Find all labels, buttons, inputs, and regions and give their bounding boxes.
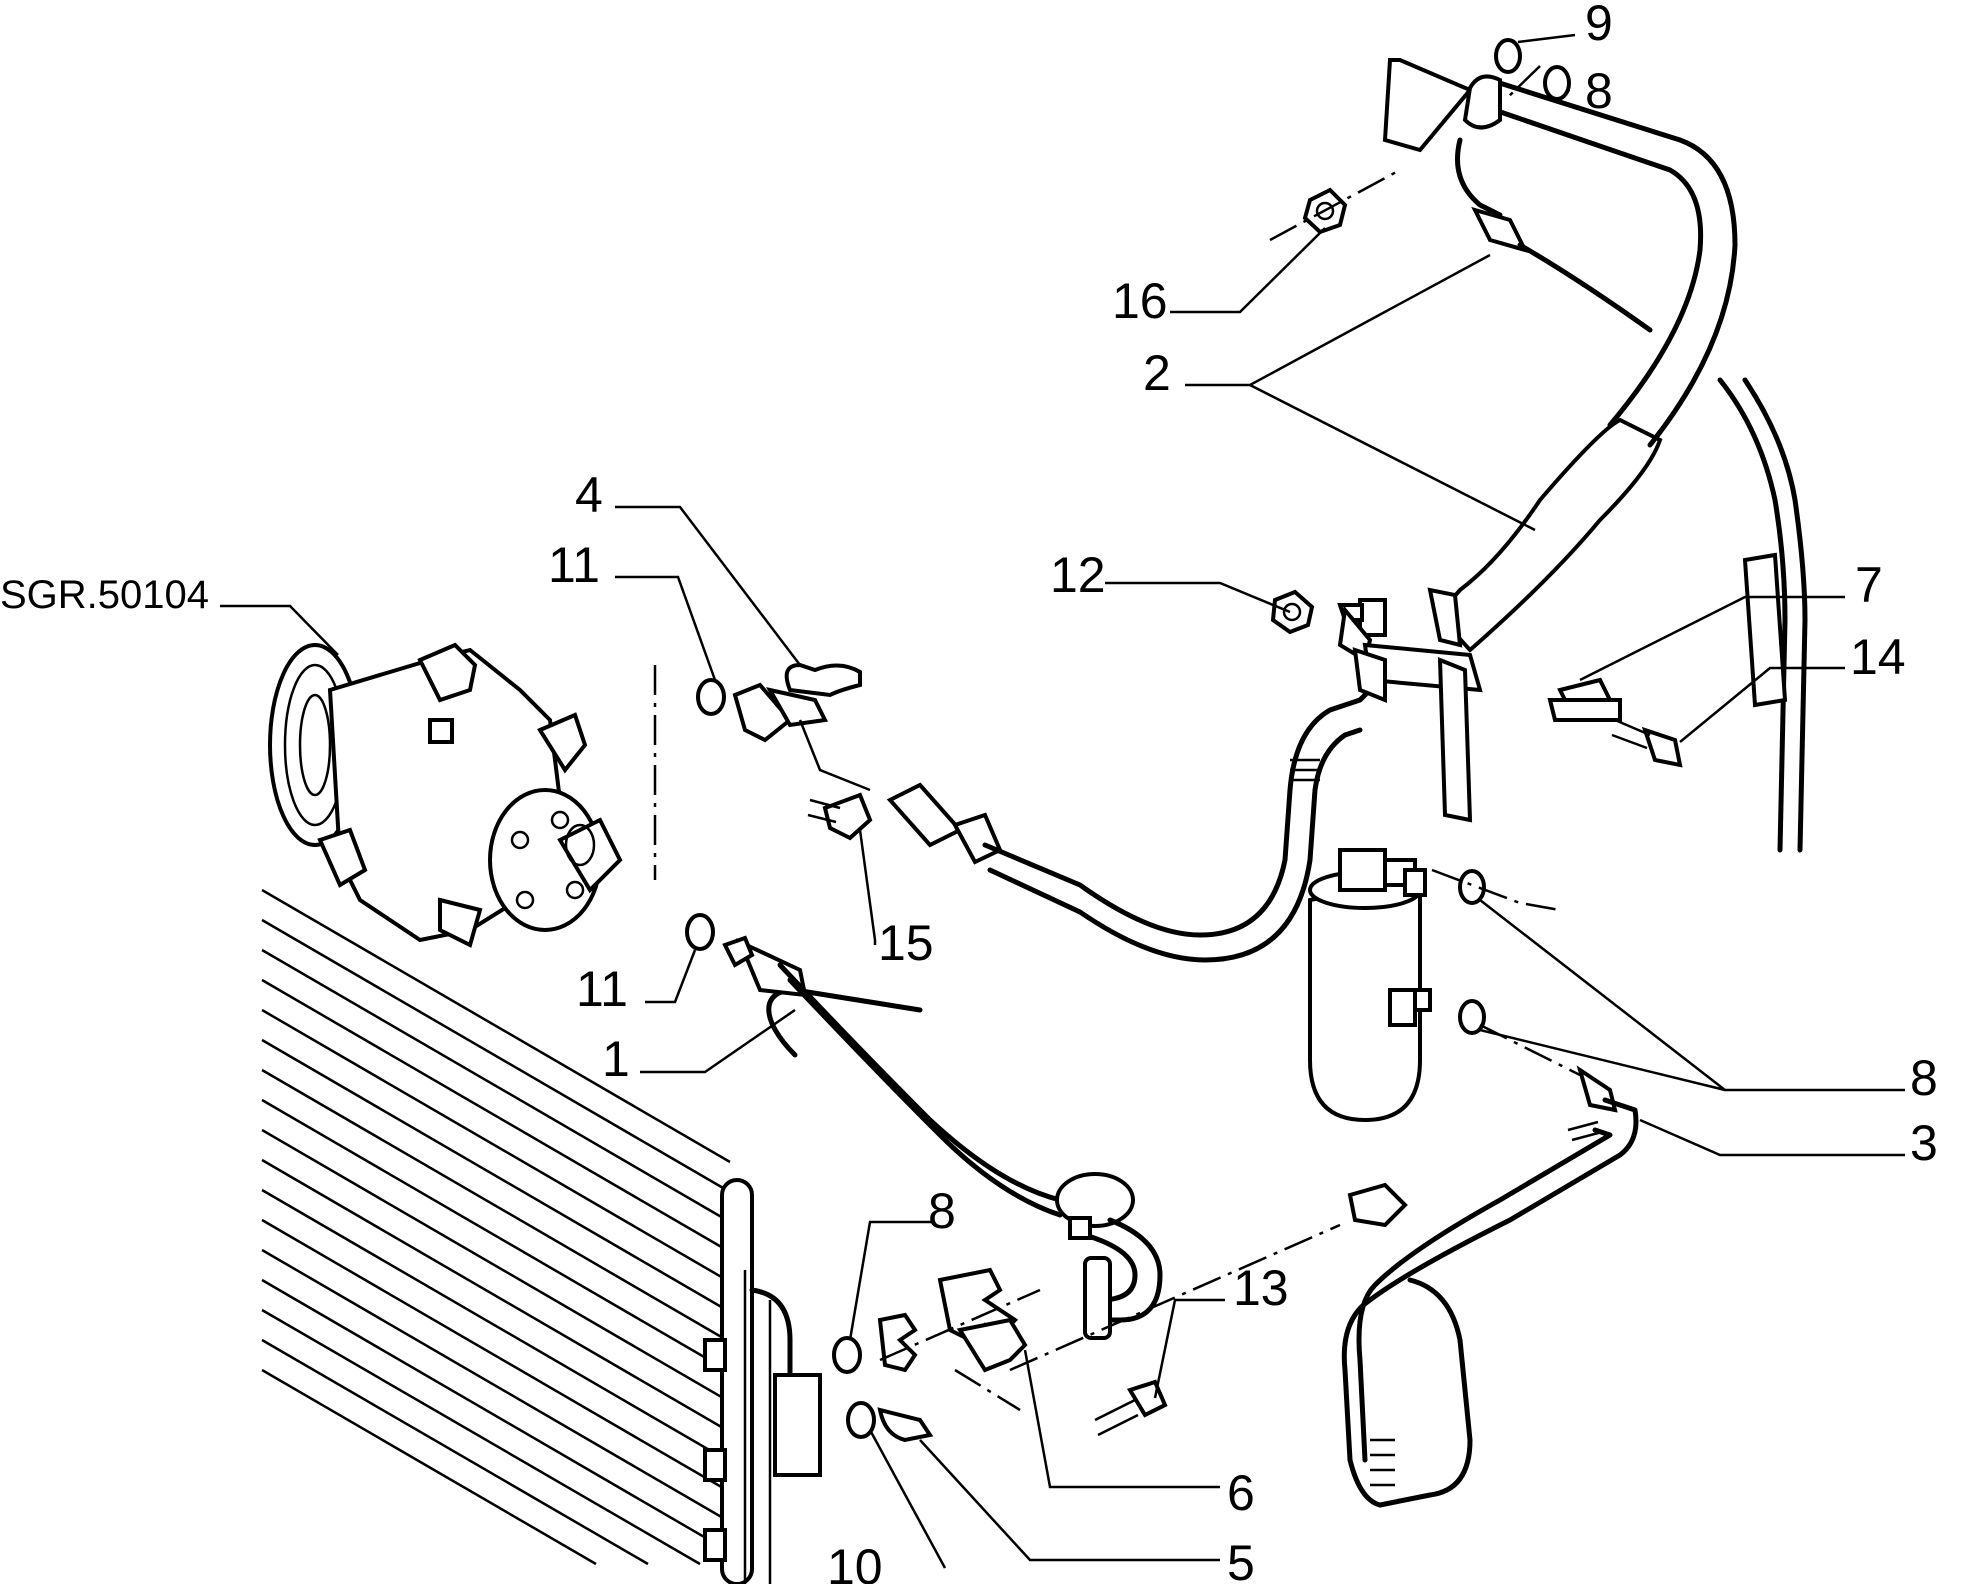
clamp-5	[877, 1312, 918, 1373]
label-10: 10	[827, 1539, 883, 1584]
label-13: 13	[1233, 1260, 1289, 1316]
hose-3	[1341, 1065, 1639, 1508]
label-2: 2	[1143, 345, 1171, 401]
receiver-drier	[1308, 848, 1432, 1123]
bolt-14	[1641, 726, 1683, 768]
condenser-fins	[261, 888, 731, 1566]
small-parts	[685, 38, 1683, 1443]
o-ring-9	[1494, 38, 1522, 74]
hose-1	[722, 935, 1163, 1340]
bolt-15	[822, 792, 873, 841]
label-14: 14	[1850, 629, 1906, 685]
label-12: 12	[1050, 547, 1106, 603]
condenser	[261, 888, 822, 1584]
label-5: 5	[1227, 1535, 1255, 1584]
hose-2-sleeve	[1435, 417, 1663, 653]
o-ring-8-drier-top	[1458, 869, 1486, 905]
o-ring-10	[846, 1401, 876, 1439]
o-ring-8-top	[1543, 65, 1571, 101]
o-ring-11-bottom	[685, 913, 715, 951]
hose-2	[886, 58, 1808, 963]
compressor-ref-label: SGR.50104	[0, 573, 209, 617]
label-1: 1	[602, 1031, 630, 1087]
label-11-bottom: 11	[576, 961, 628, 1017]
callout-labels: 4 11 11 1 12 16 2 7 14 9 8 15 8 3 8 13 6…	[548, 0, 1938, 1584]
o-ring-11-top	[696, 678, 726, 716]
label-3: 3	[1910, 1115, 1938, 1171]
label-16: 16	[1112, 273, 1168, 329]
o-ring-8-drier-bottom	[1458, 999, 1486, 1035]
callout-leaders	[615, 33, 1905, 1569]
label-7: 7	[1855, 557, 1883, 613]
label-15: 15	[878, 915, 934, 971]
condenser-tank	[720, 1178, 754, 1584]
label-4: 4	[575, 467, 603, 523]
label-9: 9	[1585, 0, 1613, 51]
label-8-top: 8	[1585, 63, 1613, 119]
nut-12	[1270, 589, 1315, 635]
o-ring-8-condenser	[832, 1336, 862, 1374]
label-8-bottom: 8	[928, 1183, 956, 1239]
compressor: SGR.50104	[0, 573, 623, 948]
hose-4	[732, 662, 871, 792]
label-6: 6	[1227, 1465, 1255, 1521]
condenser-outlet-block	[773, 1373, 822, 1477]
label-11-top: 11	[548, 537, 600, 593]
label-8-right: 8	[1910, 1050, 1938, 1106]
bolt-13	[1126, 1379, 1168, 1418]
hose-1-elbow	[1055, 1172, 1135, 1228]
